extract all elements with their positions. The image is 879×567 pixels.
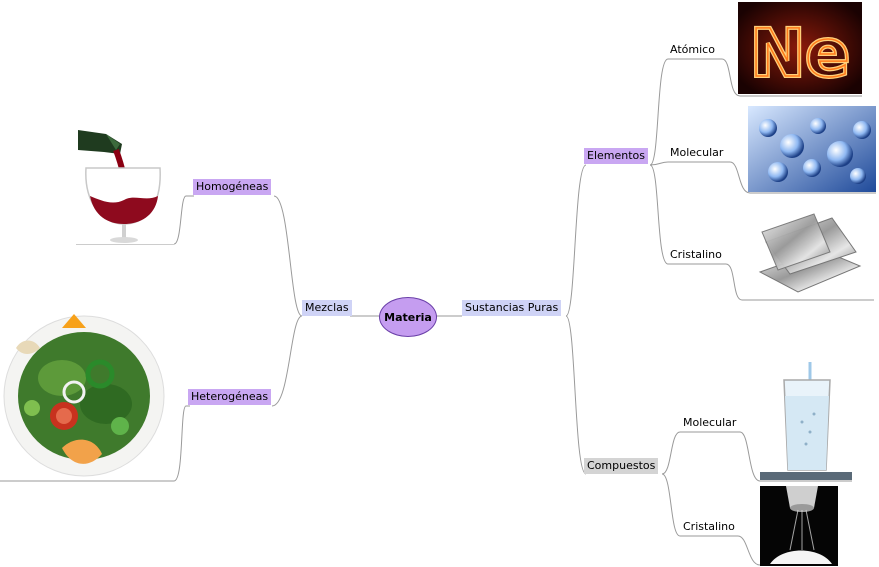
wine-pouring-icon [76,130,174,244]
node-compuestos[interactable]: Compuestos [584,458,658,474]
node-elementos-molecular-label: Molecular [670,146,723,159]
node-compuestos-molecular-label: Molecular [683,416,736,429]
node-compuestos-molecular[interactable]: Molecular [683,415,736,431]
neon-text-inner: Ne [750,15,850,92]
node-elementos-cristalino[interactable]: Cristalino [670,247,722,263]
node-sustancias-puras[interactable]: Sustancias Puras [462,300,561,316]
bubbles-icon [748,106,876,192]
node-homogeneas[interactable]: Homogéneas [193,179,271,195]
salad-icon [2,308,166,480]
node-elementos-molecular[interactable]: Molecular [670,145,723,161]
water-glass-icon [760,362,852,480]
node-sustancias-puras-label: Sustancias Puras [465,301,558,314]
node-heterogeneas[interactable]: Heterogéneas [188,389,271,405]
node-compuestos-cristalino-label: Cristalino [683,520,735,533]
node-atomico[interactable]: Atómico [670,42,715,58]
neon-sign-icon: Ne Ne [738,2,862,94]
node-elementos[interactable]: Elementos [584,148,648,164]
center-label: Materia [384,311,432,324]
node-atomico-label: Atómico [670,43,715,56]
salt-shaker-icon [760,486,838,566]
node-mezclas-label: Mezclas [305,301,349,314]
metal-sheets-icon [752,212,864,296]
center-node[interactable]: Materia [379,297,437,337]
node-heterogeneas-label: Heterogéneas [191,390,268,403]
node-compuestos-label: Compuestos [587,459,655,472]
node-mezclas[interactable]: Mezclas [302,300,352,316]
node-homogeneas-label: Homogéneas [196,180,268,193]
node-elementos-cristalino-label: Cristalino [670,248,722,261]
node-compuestos-cristalino[interactable]: Cristalino [683,519,735,535]
node-elementos-label: Elementos [587,149,645,162]
